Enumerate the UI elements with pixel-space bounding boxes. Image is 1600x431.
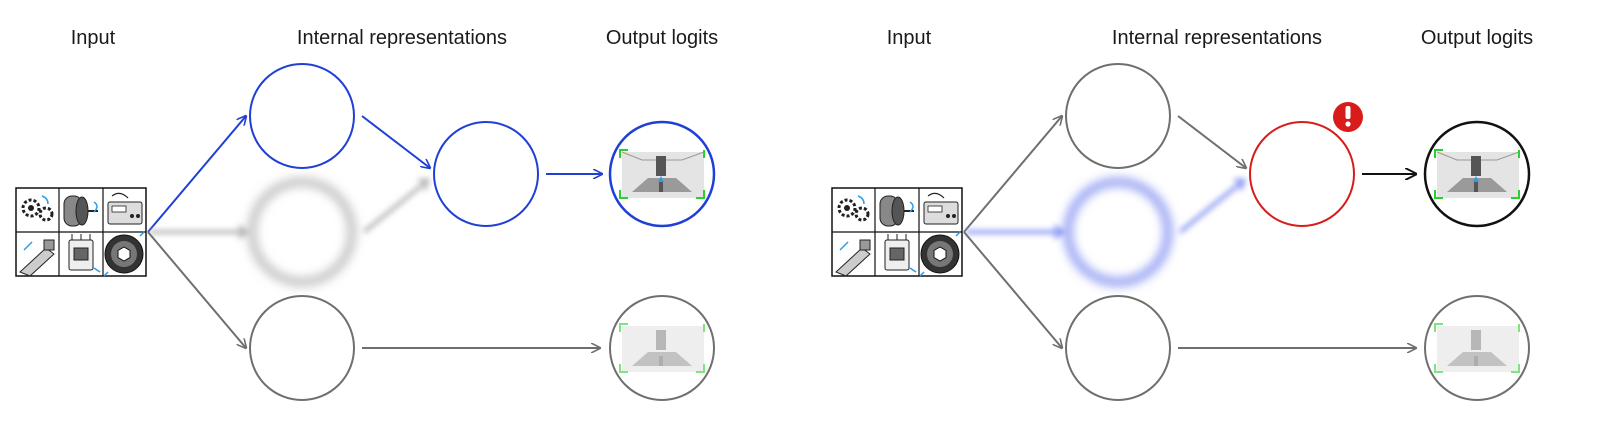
edge-node-middle-to-node-center [362, 178, 431, 234]
node-bottom [1065, 295, 1171, 401]
node-middle-blurred [1064, 178, 1172, 286]
robot-arm-icon [835, 239, 871, 277]
output-logit-bottom [609, 295, 715, 401]
motor-icon [879, 195, 914, 227]
node-top [1065, 63, 1171, 169]
input-label: Input [887, 27, 932, 49]
contactor-icon [68, 234, 101, 273]
output-image-top [1434, 149, 1520, 199]
internal-representations-label: Internal representations [1112, 27, 1322, 49]
output-image-bottom [619, 323, 705, 373]
edge-node-middle-to-node-center [1178, 178, 1247, 234]
controller-box-icon [107, 192, 143, 225]
motor-icon [63, 195, 98, 227]
output-logit-top [1423, 120, 1531, 228]
edge-input-to-node-bottom [147, 231, 246, 348]
output-logits-label: Output logits [606, 27, 718, 49]
output-logit-bottom [1424, 295, 1530, 401]
left-diagram: Input Internal representations Output lo… [15, 27, 718, 401]
edge-node-top-to-node-center [1177, 115, 1246, 168]
internal-representations-label: Internal representations [297, 27, 507, 49]
edge-input-to-node-top [963, 116, 1062, 233]
bearing-icon [103, 231, 145, 277]
node-center-alert [1249, 121, 1355, 227]
right-diagram: Input Internal representations Output lo… [831, 27, 1533, 401]
node-middle-blurred [248, 178, 356, 286]
node-bottom [249, 295, 355, 401]
bearing-icon [919, 231, 961, 277]
robot-arm-icon [19, 239, 55, 277]
input-label: Input [71, 27, 116, 49]
input-image [15, 187, 147, 277]
edge-input-to-node-bottom [963, 231, 1062, 348]
output-image-bottom [1434, 323, 1520, 373]
edge-input-to-node-middle [150, 224, 251, 240]
gears-icon [837, 195, 870, 222]
edge-input-to-node-middle [966, 224, 1067, 240]
node-center [433, 121, 539, 227]
edge-node-top-to-node-center [361, 115, 430, 168]
edge-input-to-node-top [147, 116, 246, 233]
contactor-icon [884, 234, 917, 273]
output-image-top [619, 149, 705, 199]
exclamation-icon [1333, 102, 1363, 132]
node-top [249, 63, 355, 169]
output-logits-label: Output logits [1421, 27, 1533, 49]
controller-box-icon [923, 192, 959, 225]
input-image [831, 187, 963, 277]
output-logit-top [608, 120, 716, 228]
gears-icon [21, 195, 54, 222]
